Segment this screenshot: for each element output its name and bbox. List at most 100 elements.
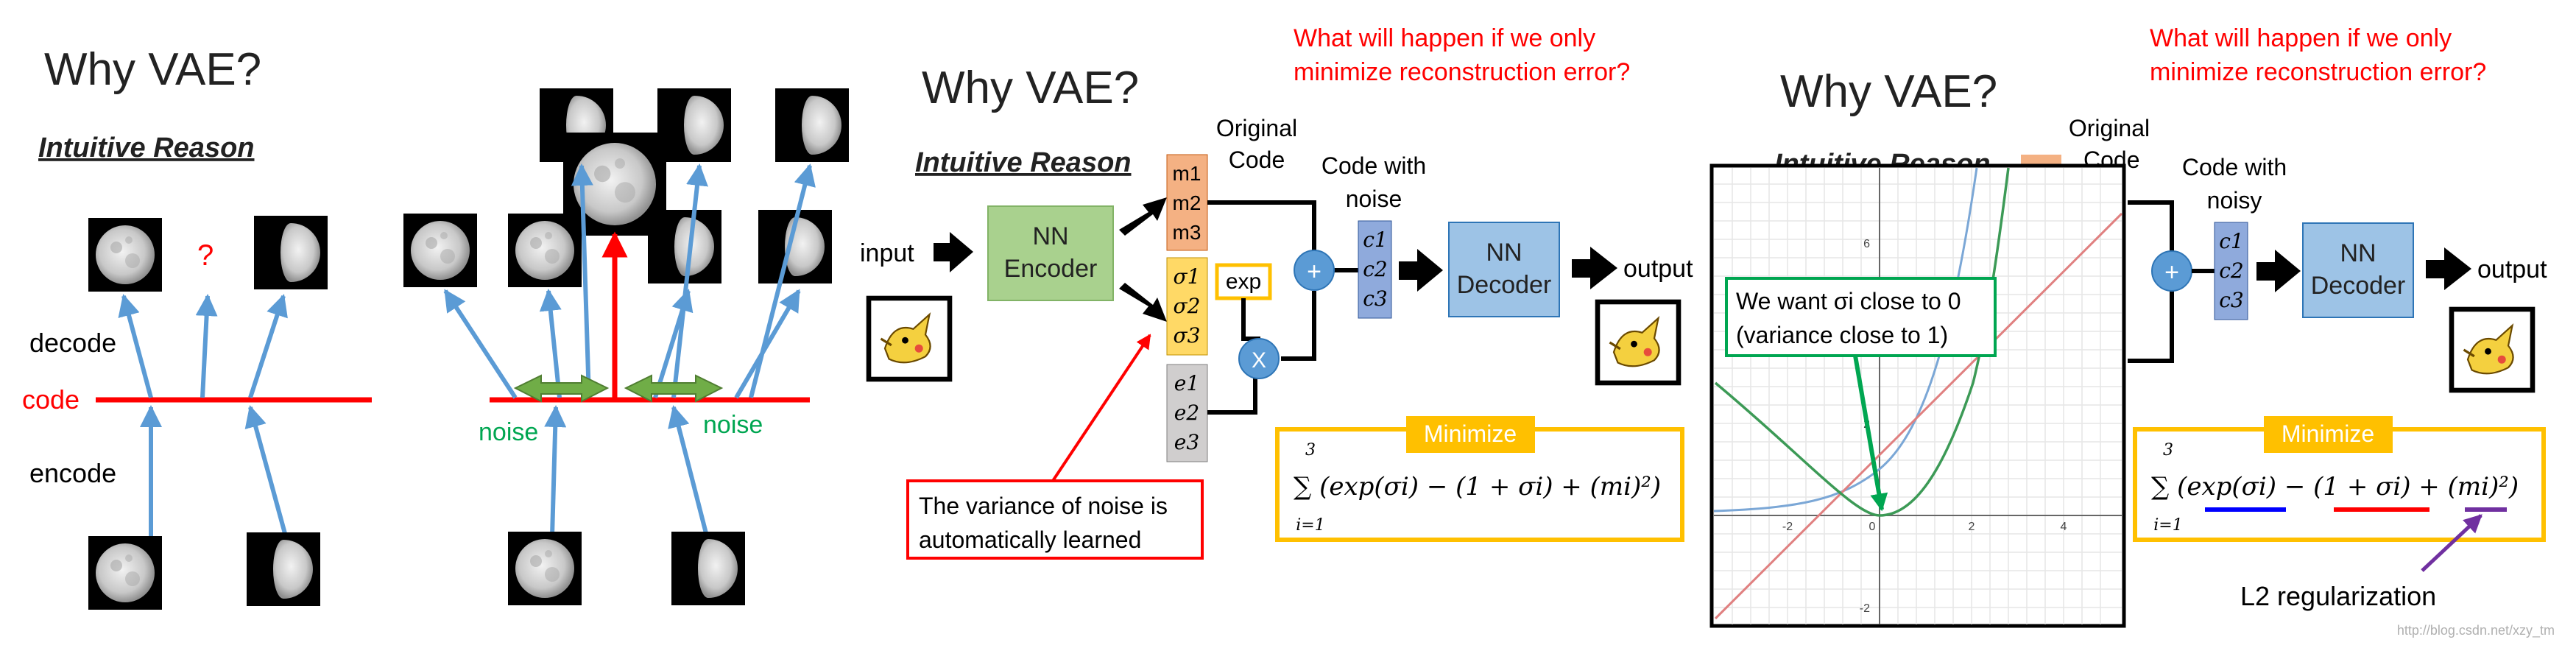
panel2-question-line1: What will happen if we only [1294, 24, 1595, 52]
formula-lower: i=1 [1296, 516, 1324, 535]
panel3-c-label-1: c1 [2219, 229, 2244, 253]
x-tick-neg2: -2 [1782, 521, 1793, 533]
encode-arrow-2 [244, 405, 288, 537]
panel-1: Why VAE? Intuitive Reason ? decode code … [22, 44, 849, 610]
panel2-question-line2: minimize reconstruction error? [1294, 58, 1630, 86]
panel3-nn-decoder-box [2302, 222, 2414, 318]
x-tick-4: 4 [2061, 521, 2067, 533]
nn-encoder-box [987, 205, 1114, 301]
variance-note-box [906, 479, 1204, 560]
panel3-question-line1: What will happen if we only [2150, 24, 2452, 52]
panel3-c-label-2: c2 [2219, 258, 2244, 283]
function-graph: -2 0 2 4 6 4 2 -2 We want σi close to 0 … [1709, 163, 2126, 628]
panel3-question-line2: minimize reconstruction error? [2150, 58, 2486, 86]
panel1-subtitle: Intuitive Reason [38, 133, 255, 163]
decode-arrow-3 [248, 294, 288, 398]
moon-half-top-left [254, 216, 328, 289]
panel3-plus-sign: + [2164, 258, 2179, 286]
variance-note-line2: automatically learned [919, 526, 1141, 553]
panel3-formula-lower: i=1 [2153, 516, 2182, 535]
decoder-to-output-arrow [1572, 247, 1617, 289]
code-noise-label-line1: Code with [1321, 152, 1426, 179]
encode-label: encode [29, 458, 116, 488]
exp-label: exp [1226, 270, 1261, 294]
panel3-formula-upper: 3 [2163, 441, 2173, 459]
output-pikachu-image [1598, 302, 1679, 383]
encode-arrow-r2 [668, 405, 709, 537]
curve-linear [1714, 212, 2123, 620]
plus-node [1294, 250, 1335, 291]
panel3-code-noise-line1: Code with [2182, 154, 2287, 180]
want-note-arrow [1853, 355, 1888, 512]
decode-arrow-r5 [671, 163, 708, 398]
moon-full-top-left [88, 218, 162, 292]
x-tick-0: 0 [1869, 521, 1876, 533]
c-label-2: c2 [1363, 257, 1388, 281]
panel3-title: Why VAE? [1780, 66, 1997, 117]
sigma-label-2: σ2 [1174, 294, 1201, 318]
code-label: code [22, 384, 80, 415]
moon-full-mid-a [403, 214, 477, 287]
code-noise-label-line2: noise [1346, 186, 1402, 212]
nn-decoder-box [1448, 222, 1560, 317]
m-to-plus-line [1207, 200, 1316, 250]
panel-2: Why VAE? Intuitive Reason What will happ… [860, 24, 1693, 560]
decode-label: decode [29, 328, 116, 358]
c-label-1: c1 [1363, 228, 1388, 252]
panel3-c-vector-box [2214, 222, 2248, 320]
noise-label-right: noise [703, 411, 763, 439]
graph-background [1709, 163, 2126, 628]
m-label-3: m3 [1173, 221, 1201, 244]
moon-full-bottom-left [88, 536, 162, 610]
noise-label-left: noise [479, 418, 538, 446]
panel3-c-label-3: c3 [2219, 288, 2244, 312]
encode-arrow-r1 [544, 405, 567, 537]
input-label: input [860, 239, 914, 267]
variance-note-line1: The variance of noise is [919, 493, 1168, 519]
original-code-label-line1: Original [1216, 115, 1297, 141]
input-pikachu-image [869, 298, 950, 379]
watermark: http://blog.csdn.net/xzy_tm [2397, 623, 2555, 638]
times-to-plus-line [1281, 291, 1316, 361]
l2-arrow [2421, 514, 2483, 572]
moon-half-top-c [775, 88, 849, 162]
x-tick-2: 2 [1969, 521, 1975, 533]
output-label: output [1623, 255, 1693, 283]
decode-arrow-r1 [443, 289, 518, 399]
panel3-output-pikachu-image [2452, 309, 2533, 390]
decode-arrow-r3 [571, 163, 593, 398]
minimize-label: Minimize [1424, 420, 1517, 447]
moon-full-bottom-right [508, 532, 582, 605]
e-label-1: e1 [1174, 371, 1199, 395]
panel1-title: Why VAE? [44, 44, 261, 95]
sigma-label-3: σ3 [1174, 323, 1201, 348]
moon-half-bottom-right [671, 532, 745, 605]
panel2-title: Why VAE? [922, 63, 1139, 113]
m-vector-box [1166, 154, 1208, 251]
question-mark: ? [197, 239, 214, 272]
panel3-minimize-tag [2264, 416, 2393, 453]
minimize-tag [1406, 416, 1535, 453]
formula: ∑ (exp(σi) − (1 + σi) + (mi)²) [1294, 472, 1661, 501]
plus-sign: + [1307, 258, 1321, 286]
moon-half-top-b [657, 88, 731, 162]
decode-arrow-1 [118, 294, 153, 398]
sigma-label-1: σ1 [1174, 264, 1201, 289]
c-label-3: c3 [1363, 286, 1388, 311]
noise-arrow-left [513, 374, 610, 403]
moon-full-mid-b [508, 214, 582, 287]
encoder-to-m-arrow [1119, 197, 1167, 236]
variance-note-arrow [1051, 334, 1151, 482]
e-vector-box [1166, 364, 1208, 462]
encoder-label-line1: NN [1032, 222, 1068, 250]
y-tick-neg2: -2 [1860, 602, 1870, 615]
l2-regularization-label: L2 regularization [2240, 581, 2436, 611]
moon-half-bottom-left [247, 532, 320, 606]
e-label-2: e2 [1174, 401, 1199, 425]
panel3-decoder-label-line2: Decoder [2311, 272, 2406, 300]
panel3-decoder-label-line1: NN [2340, 239, 2376, 267]
exp-to-times-line [1241, 298, 1260, 341]
decode-arrow-r7 [749, 163, 816, 398]
moon-half-mid-c [648, 210, 721, 284]
panel3-c-to-decoder-arrow [2256, 250, 2301, 292]
